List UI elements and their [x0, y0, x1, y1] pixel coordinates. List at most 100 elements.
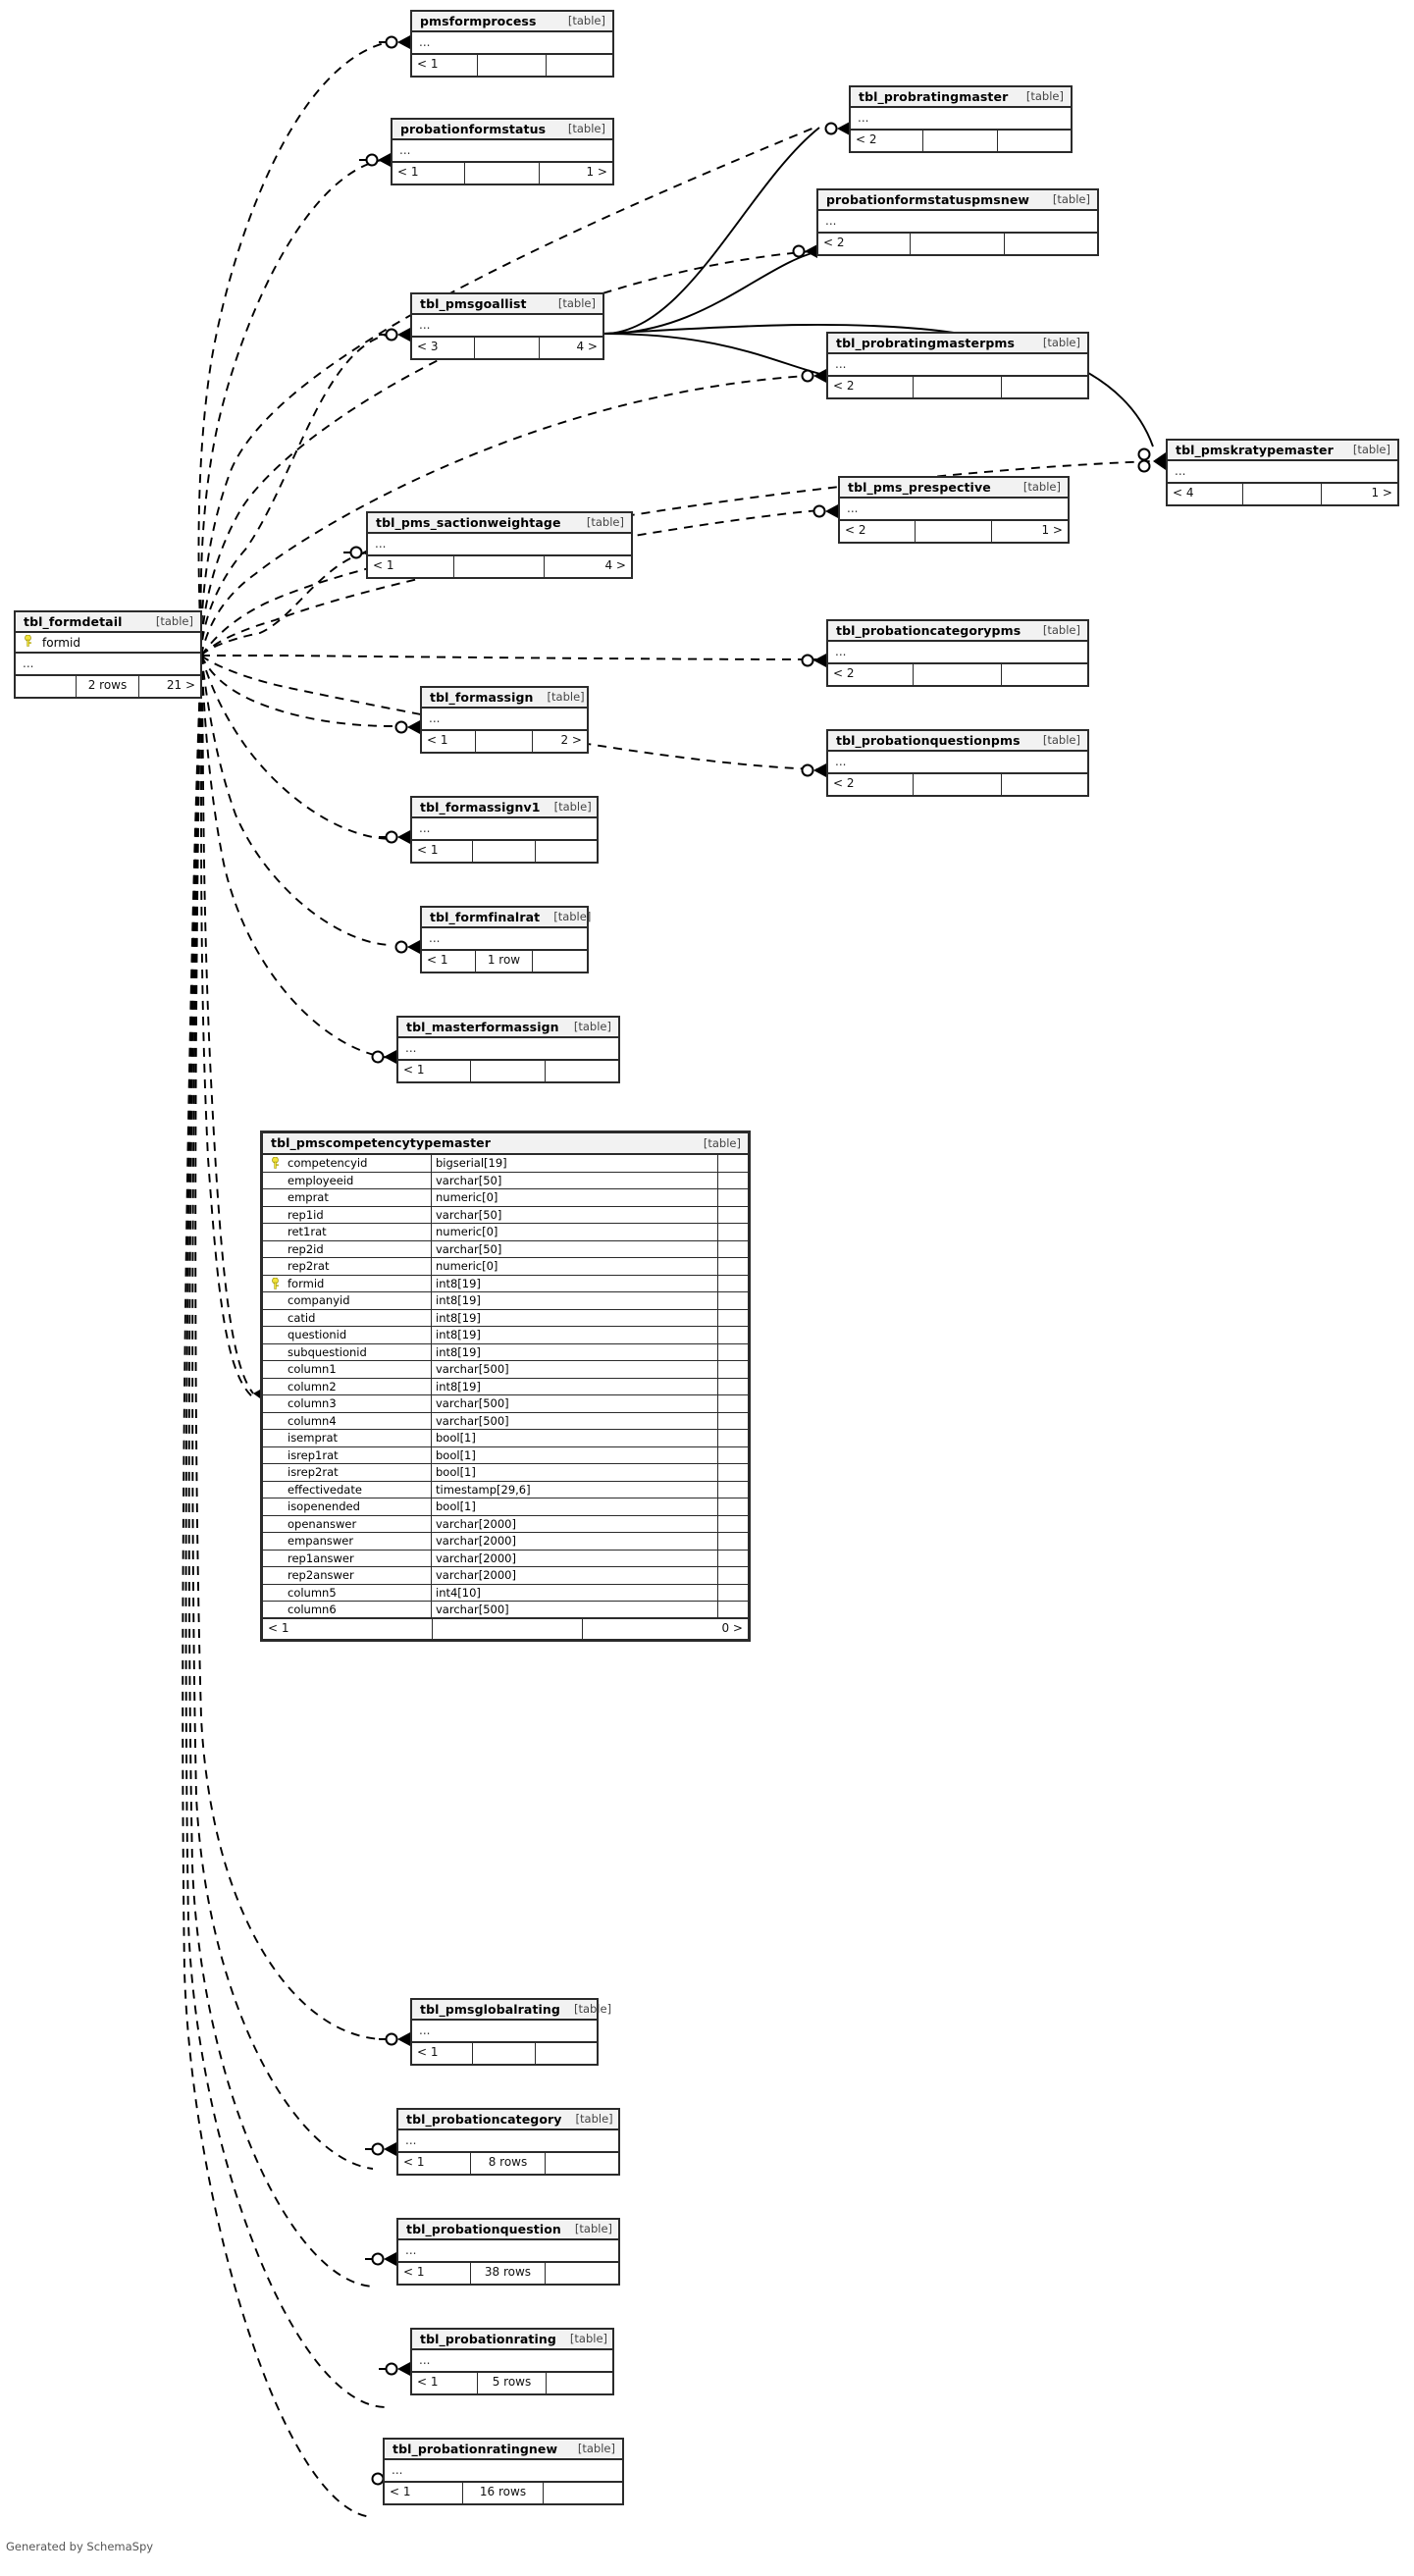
table-name: probationformstatus [400, 121, 547, 136]
table-node-tbl_probationquestion[interactable]: tbl_probationquestion [table] ... < 1 38… [396, 2218, 620, 2286]
footer-children [547, 55, 612, 76]
table-node-tbl_formdetail[interactable]: tbl_formdetail [table] formid ... 2 rows… [14, 610, 202, 699]
table-name: tbl_masterformassign [406, 1019, 559, 1034]
column-name: rep2answer [288, 1568, 354, 1582]
table-node-tbl_probratingmasterpms[interactable]: tbl_probratingmasterpms [table] ... < 2 [826, 332, 1089, 399]
footer-rows: 38 rows [471, 2263, 547, 2284]
footer-rows [914, 377, 1002, 397]
table-node-tbl_pmskratypemaster[interactable]: tbl_pmskratypemaster [table] ... < 4 1 > [1166, 439, 1399, 506]
table-node-tbl_probationcategory[interactable]: tbl_probationcategory [table] ... < 1 8 … [396, 2108, 620, 2176]
table-body: ... [412, 2350, 612, 2373]
footer-parents [16, 676, 78, 697]
table-name: tbl_formassign [430, 689, 534, 705]
column-name-cell: employeeid [263, 1172, 432, 1188]
table-node-probationformstatus[interactable]: probationformstatus [table] ... < 1 1 > [391, 118, 614, 185]
table-type-label: [table] [577, 2442, 615, 2455]
table-node-tbl_masterformassign[interactable]: tbl_masterformassign [table] ... < 1 [396, 1016, 620, 1083]
column-name-cell: rep2rat [263, 1258, 432, 1275]
column-name: effectivedate [288, 1482, 362, 1497]
column-name: isemprat [288, 1431, 339, 1445]
column-row[interactable]: ret1rat numeric[0] [263, 1224, 748, 1241]
table-node-tbl_probationratingnew[interactable]: tbl_probationratingnew [table] ... < 1 1… [383, 2438, 624, 2505]
table-node-tbl_pmsglobalrating[interactable]: tbl_pmsglobalrating [table] ... < 1 [410, 1998, 611, 2066]
footer-parents: < 4 [1168, 484, 1244, 504]
column-type: varchar[2000] [432, 1550, 718, 1566]
table-node-pmsformprocess[interactable]: pmsformprocess [table] ... < 1 [410, 10, 614, 78]
table-body: ... [828, 354, 1087, 377]
table-node-tbl_probationcategorypms[interactable]: tbl_probationcategorypms [table] ... < 2 [826, 619, 1089, 687]
column-name: questionid [288, 1328, 347, 1341]
footer-children: 1 > [1371, 486, 1392, 499]
footer-rows [916, 521, 993, 542]
column-name: companyid [288, 1293, 350, 1307]
table-node-tbl_probratingmaster[interactable]: tbl_probratingmaster [table] ... < 2 [849, 85, 1073, 153]
column-name-cell: effectivedate [263, 1481, 432, 1498]
table-footer: < 1 1 row [422, 951, 587, 972]
column-type: bool[1] [432, 1430, 718, 1446]
table-header: tbl_probationquestion [table] [398, 2220, 618, 2240]
table-name: tbl_formdetail [24, 613, 123, 629]
column-name: column3 [288, 1396, 337, 1410]
footer-parents: < 1 [422, 731, 477, 752]
column-row[interactable]: isemprat bool[1] [263, 1430, 748, 1447]
column-name: ret1rat [288, 1225, 327, 1238]
column-pad-cell [718, 1533, 748, 1550]
table-body: ... [422, 709, 587, 731]
table-node-tbl_formassignv1[interactable]: tbl_formassignv1 [table] ... < 1 [410, 796, 599, 864]
table-type-label: [table] [1042, 733, 1080, 747]
table-name: tbl_pmscompetencytypemaster [271, 1135, 491, 1150]
table-node-tbl_pmscompetencytypemaster[interactable]: tbl_pmscompetencytypemaster [table] comp… [260, 1130, 751, 1642]
table-footer: 2 rows 21 > [16, 676, 200, 697]
primary-key-icon [272, 1277, 279, 1289]
table-node-tbl_pms_sactionweightage[interactable]: tbl_pms_sactionweightage [table] ... < 1… [366, 511, 633, 579]
column-type: numeric[0] [432, 1224, 718, 1240]
footer-children [1002, 664, 1087, 685]
footer-rows: 8 rows [471, 2153, 547, 2174]
table-type-label: [table] [1352, 443, 1390, 456]
table-header: tbl_probratingmasterpms [table] [828, 334, 1087, 354]
column-pad-cell [718, 1361, 748, 1378]
table-type-label: [table] [155, 614, 193, 628]
table-header: tbl_formfinalrat [table] [422, 908, 591, 928]
table-node-tbl_formassign[interactable]: tbl_formassign [table] ... < 1 2 > [420, 686, 589, 754]
table-node-tbl_pms_prespective[interactable]: tbl_pms_prespective [table] ... < 2 1 > [838, 476, 1070, 544]
table-footer: < 2 [828, 377, 1087, 397]
footer-rows [473, 2043, 536, 2064]
columns-ellipsis: ... [419, 2353, 431, 2367]
table-node-tbl_probationquestionpms[interactable]: tbl_probationquestionpms [table] ... < 2 [826, 729, 1089, 797]
table-node-probationformstatuspmsnew[interactable]: probationformstatuspmsnew [table] ... < … [816, 188, 1099, 256]
column-pad-cell [718, 1395, 748, 1412]
table-body: ... [412, 818, 597, 841]
table-name: tbl_probationcategory [406, 2111, 562, 2127]
table-node-tbl_formfinalrat[interactable]: tbl_formfinalrat [table] ... < 1 1 row [420, 906, 591, 973]
table-node-tbl_probationrating[interactable]: tbl_probationrating [table] ... < 1 5 ro… [410, 2328, 614, 2395]
table-type-label: [table] [1052, 192, 1090, 206]
table-node-tbl_pmsgoallist[interactable]: tbl_pmsgoallist [table] ... < 3 4 > [410, 292, 604, 360]
table-body: ... [828, 642, 1087, 664]
